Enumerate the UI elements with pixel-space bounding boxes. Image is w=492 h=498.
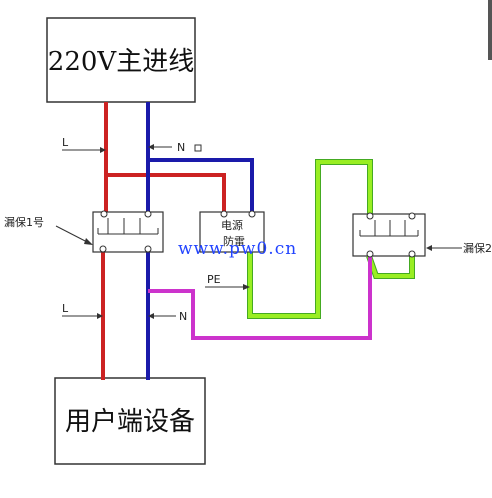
breaker2-body: [352, 213, 426, 257]
neutral-top-label: N: [177, 141, 185, 154]
pe-label: PE: [207, 273, 221, 286]
surge-label-line2: 防雷: [223, 234, 245, 248]
breaker1-label: 漏保1号: [4, 215, 44, 229]
live-wire-to-surge: [106, 173, 226, 214]
breaker2-pe-link: [367, 255, 414, 278]
small-square-marker: [194, 144, 202, 152]
watermark: www.pw0.cn: [178, 239, 297, 259]
label-live-bottom: L: [62, 302, 103, 319]
label-breaker1: 漏保1号: [4, 215, 93, 245]
label-neutral-top: N: [148, 141, 202, 154]
surge-label-line1: 电源: [221, 218, 243, 232]
live-bottom-label: L: [62, 302, 69, 315]
user-equipment-box: [54, 377, 206, 465]
live-top-label: L: [62, 136, 69, 149]
main-supply-label: 220V主进线: [48, 47, 194, 77]
label-pe: PE: [205, 273, 250, 290]
neutral-wire-to-surge: [148, 158, 254, 214]
label-breaker2: 漏保2: [426, 241, 492, 255]
surge-protector-body: [199, 211, 265, 253]
user-equipment-label: 用户端设备: [65, 407, 195, 437]
label-neutral-bottom: N: [148, 310, 187, 323]
breaker2: [352, 212, 426, 258]
breaker1-body: [92, 211, 164, 253]
breaker2-label: 漏保2: [463, 241, 492, 255]
label-live-top: L: [62, 136, 106, 153]
breaker1: [92, 210, 164, 253]
pe-ground-wire: [248, 160, 372, 318]
magenta-neutral-wire: [148, 256, 372, 340]
surge-protector: 电源 防雷: [199, 210, 265, 253]
main-supply-box: [46, 17, 196, 103]
neutral-bottom-label: N: [179, 310, 187, 323]
edge-artifact: [488, 0, 492, 60]
